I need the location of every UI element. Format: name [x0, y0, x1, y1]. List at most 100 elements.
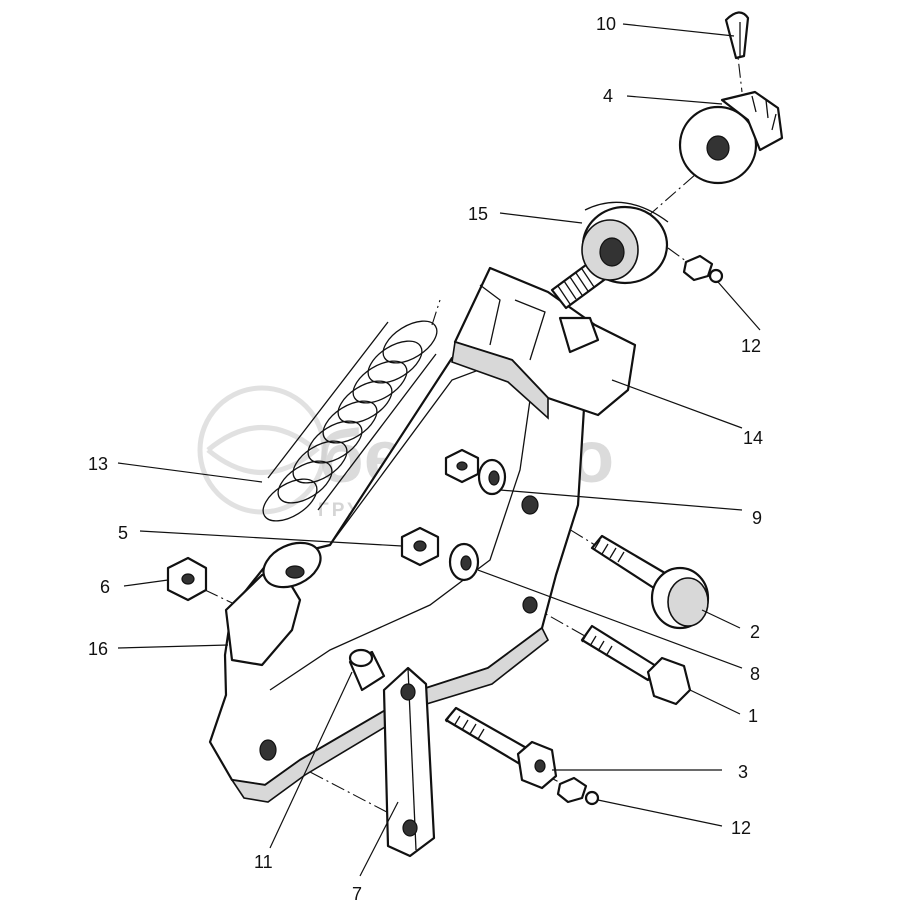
leader-7 — [359, 801, 399, 877]
clevis-pin-threads — [593, 539, 625, 563]
bushing-hole — [599, 237, 625, 267]
leader-11 — [269, 671, 353, 849]
grease-fitting-lower-hex — [556, 776, 588, 804]
part-1-hex-bolt — [580, 624, 692, 706]
sleeve-end — [348, 648, 374, 668]
leader-4 — [626, 95, 723, 105]
callout-4: 4 — [603, 86, 613, 106]
bolt-1-threads — [581, 631, 613, 657]
callout-11: 11 — [254, 852, 273, 872]
callout-7: 7 — [352, 884, 362, 904]
spring-coil-1 — [382, 320, 438, 364]
lever-hole-mid — [522, 596, 538, 614]
part-5-nut — [400, 526, 440, 567]
callout-13: 13 — [88, 454, 108, 474]
callout-5: 5 — [118, 523, 128, 543]
nut-upper-hole — [456, 461, 468, 471]
part-11-spacer-sleeve — [348, 648, 386, 692]
leader-1 — [689, 689, 741, 715]
callout-12-lower: 12 — [731, 818, 751, 838]
callout-15: 15 — [468, 204, 488, 224]
callout-labels: 10 4 15 12 14 13 9 5 6 2 16 8 1 3 12 11 … — [88, 14, 763, 904]
leader-lines — [117, 23, 761, 877]
leader-16 — [117, 644, 229, 649]
clevis-pin-head-face — [667, 577, 709, 627]
spring-coil-3 — [352, 360, 408, 404]
callout-12-upper: 12 — [741, 336, 761, 356]
axis-grease-12a — [667, 247, 691, 265]
bolt-3-threads — [445, 711, 485, 740]
bushing-flange — [584, 201, 669, 223]
spring-coil-8 — [277, 460, 333, 504]
castle-nut-hole — [706, 135, 730, 161]
part-14-upper-block — [451, 266, 637, 420]
washer-8-hole — [460, 555, 472, 571]
washer-9-hole — [488, 470, 500, 486]
grease-fitting-upper-ball — [708, 268, 724, 284]
callout-9: 9 — [752, 508, 762, 528]
spring-coil-4 — [337, 380, 393, 424]
leader-12a — [717, 281, 761, 331]
spring-seat — [262, 541, 322, 589]
leader-15 — [499, 212, 583, 224]
axis-spring-top — [431, 299, 441, 326]
callout-14: 14 — [743, 428, 763, 448]
spring-coil-5 — [322, 400, 378, 444]
part-10-cotter-pin — [724, 11, 750, 60]
part-4-castle-nut — [678, 90, 784, 185]
leader-6 — [123, 579, 169, 587]
bolt-1-head — [646, 656, 692, 706]
grease-fitting-upper-hex — [682, 254, 714, 282]
spring-coil-7 — [292, 440, 348, 484]
grease-fitting-lower-ball — [584, 790, 600, 806]
part-9-washer — [477, 458, 507, 496]
leader-10 — [622, 23, 735, 37]
upper-block-neck — [558, 316, 600, 354]
link-plate-hole-top — [400, 683, 416, 701]
nut-6-hole — [181, 573, 195, 585]
watermark-logo-swoosh — [206, 425, 320, 475]
spring-coil-2 — [367, 340, 423, 384]
leader-5 — [139, 530, 403, 547]
lever-hole-bottom — [259, 739, 277, 761]
watermark-logo-ring — [197, 385, 327, 515]
callout-6: 6 — [100, 577, 110, 597]
part-12-grease-fitting-lower — [556, 776, 600, 806]
part-2-clevis-pin — [590, 534, 710, 630]
leader-14 — [611, 379, 743, 429]
part-3-bolt — [444, 706, 558, 790]
bolt-1-shank — [580, 624, 658, 682]
link-plate-hole-bottom — [402, 819, 418, 837]
upper-block-front — [451, 340, 549, 420]
callout-3: 3 — [738, 762, 748, 782]
callout-8: 8 — [750, 664, 760, 684]
leader-13 — [117, 462, 263, 483]
leader-9 — [499, 489, 743, 511]
part-15-bushing — [581, 201, 669, 285]
part-12-grease-fitting-upper — [682, 254, 724, 284]
castle-nut-slots — [751, 95, 777, 131]
part-13-spring — [262, 320, 438, 522]
leader-8 — [477, 569, 743, 669]
spring-seat-hole — [285, 565, 305, 579]
callout-1: 1 — [748, 706, 758, 726]
spring-coil-6 — [307, 420, 363, 464]
cotter-pin-shape — [724, 11, 750, 60]
callout-16: 16 — [88, 639, 108, 659]
part-8-washer — [448, 542, 480, 582]
lever-bracket-inner-edge — [269, 361, 531, 691]
part-6-nut — [166, 556, 208, 602]
spring-seat-cup — [262, 541, 322, 589]
part-7-link-plate — [382, 666, 436, 858]
upper-block-slot — [479, 284, 546, 361]
leader-2 — [701, 609, 741, 629]
stud-threads — [557, 268, 595, 305]
callout-2: 2 — [750, 622, 760, 642]
spring-outline — [267, 321, 437, 511]
callout-10: 10 — [596, 14, 616, 34]
nut-upper — [444, 448, 480, 484]
lever-hole-upper — [521, 495, 539, 515]
bolt-3-head-hole — [534, 759, 546, 773]
spring-coil-9 — [262, 478, 318, 522]
